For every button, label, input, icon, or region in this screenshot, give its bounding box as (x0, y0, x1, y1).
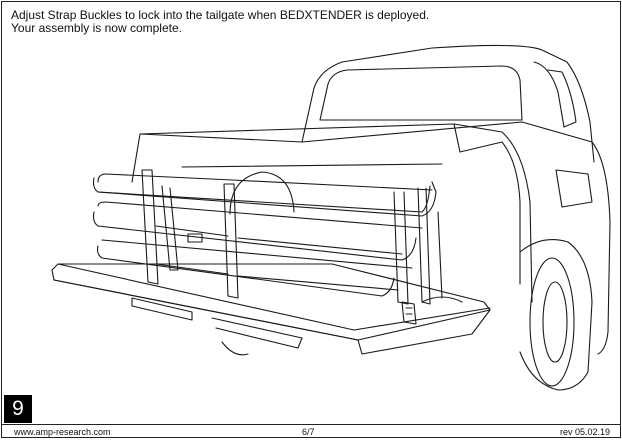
truck-bed (51, 123, 533, 356)
page-footer: www.amp-research.com 6/7 rev 05.02.19 (2, 424, 620, 439)
truck-cab (301, 44, 611, 391)
instruction-text: Adjust Strap Buckles to lock into the ta… (11, 9, 429, 35)
instruction-line-2: Your assembly is now complete. (11, 21, 182, 35)
footer-page-number: 6/7 (302, 427, 315, 437)
step-number: 9 (4, 395, 32, 423)
footer-url[interactable]: www.amp-research.com (14, 427, 111, 437)
bedxtender-rack (92, 169, 443, 325)
instruction-line-1: Adjust Strap Buckles to lock into the ta… (11, 8, 430, 22)
footer-revision: rev 05.02.19 (559, 427, 610, 437)
